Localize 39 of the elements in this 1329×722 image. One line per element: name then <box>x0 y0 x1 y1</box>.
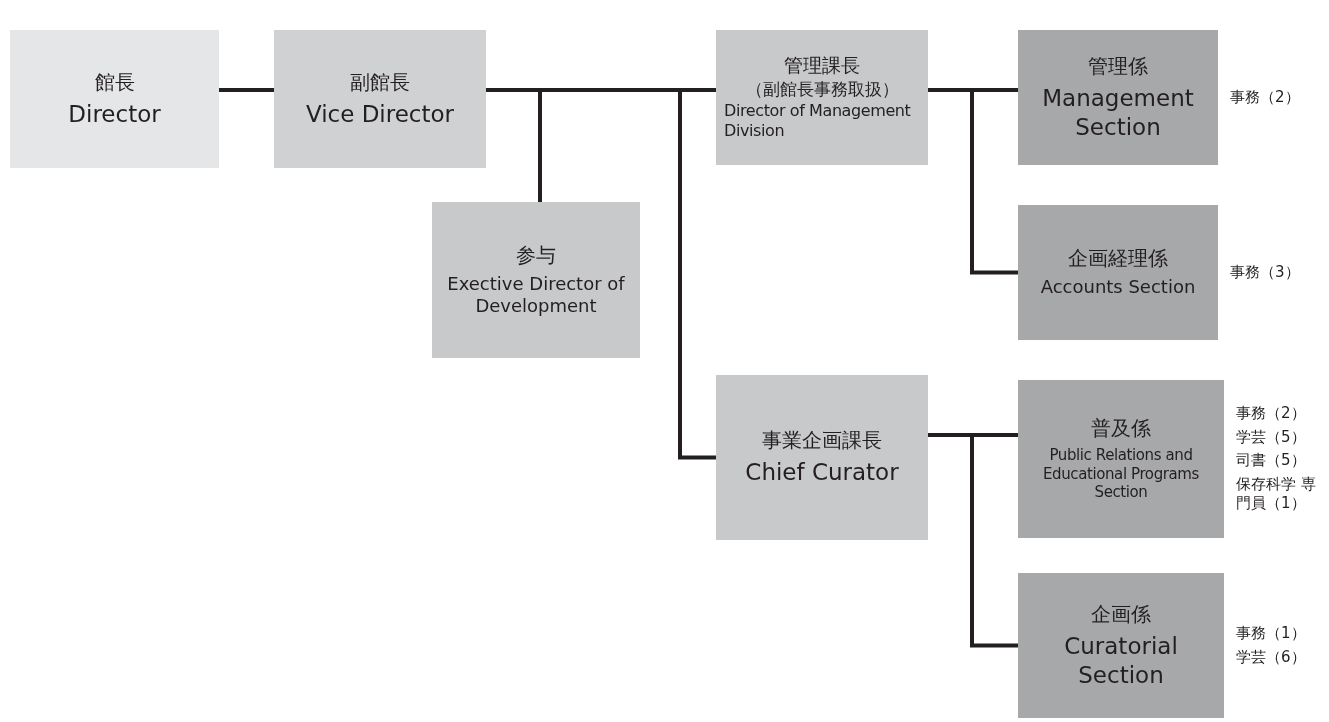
connector-line <box>928 88 1018 275</box>
org-box <box>432 202 640 358</box>
connector-line <box>928 433 1018 648</box>
org-box <box>1018 205 1218 340</box>
org-box <box>1018 573 1224 718</box>
staff-count-note: 学芸（5） <box>1236 427 1307 448</box>
position-note-jp: （副館長事務取扱） <box>745 78 899 100</box>
position-title-en: Chief Curator <box>745 458 899 487</box>
position-title-jp: 事業企画課長 <box>762 428 882 453</box>
position-title-en: Curatorial Section <box>1063 631 1179 690</box>
position-title-jp: 企画経理係 <box>1068 246 1168 271</box>
org-box <box>1018 380 1224 538</box>
position-title-jp: 副館長 <box>350 69 410 94</box>
position-title-en: Vice Director <box>305 99 455 129</box>
connector-line <box>219 88 274 92</box>
position-title-en: Management Section <box>1041 83 1195 142</box>
position-title-en: Director <box>68 99 161 129</box>
staff-count-note: 事務（2） <box>1230 87 1301 108</box>
org-box <box>716 375 928 540</box>
position-title-jp: 参与 <box>516 242 556 267</box>
position-title-jp: 館長 <box>94 69 135 94</box>
staff-count-note: 事務（3） <box>1230 262 1301 283</box>
org-box <box>716 30 928 165</box>
staff-count-note: 保存科学 専門員（1） <box>1236 474 1316 514</box>
staff-count-note: 司書（5） <box>1236 451 1307 471</box>
staff-count-note: 学芸（6） <box>1236 647 1307 667</box>
org-box <box>1018 30 1218 165</box>
position-title-en: Accounts Section <box>1040 276 1196 299</box>
staff-count-note: 事務（1） <box>1236 624 1307 644</box>
staff-count-note: 事務（2） <box>1236 404 1307 424</box>
position-title-jp: 管理課長 <box>784 53 860 77</box>
position-title-en: Director of Management Division <box>724 101 912 142</box>
position-title-jp: 管理係 <box>1088 53 1148 78</box>
position-title-en: Public Relations and Educational Programs Section <box>1042 445 1200 503</box>
org-box <box>274 30 486 168</box>
org-box <box>10 30 219 168</box>
position-title-jp: 普及係 <box>1091 415 1151 440</box>
position-title-en: Exective Director of Development <box>446 272 626 318</box>
position-title-jp: 企画係 <box>1091 601 1151 626</box>
